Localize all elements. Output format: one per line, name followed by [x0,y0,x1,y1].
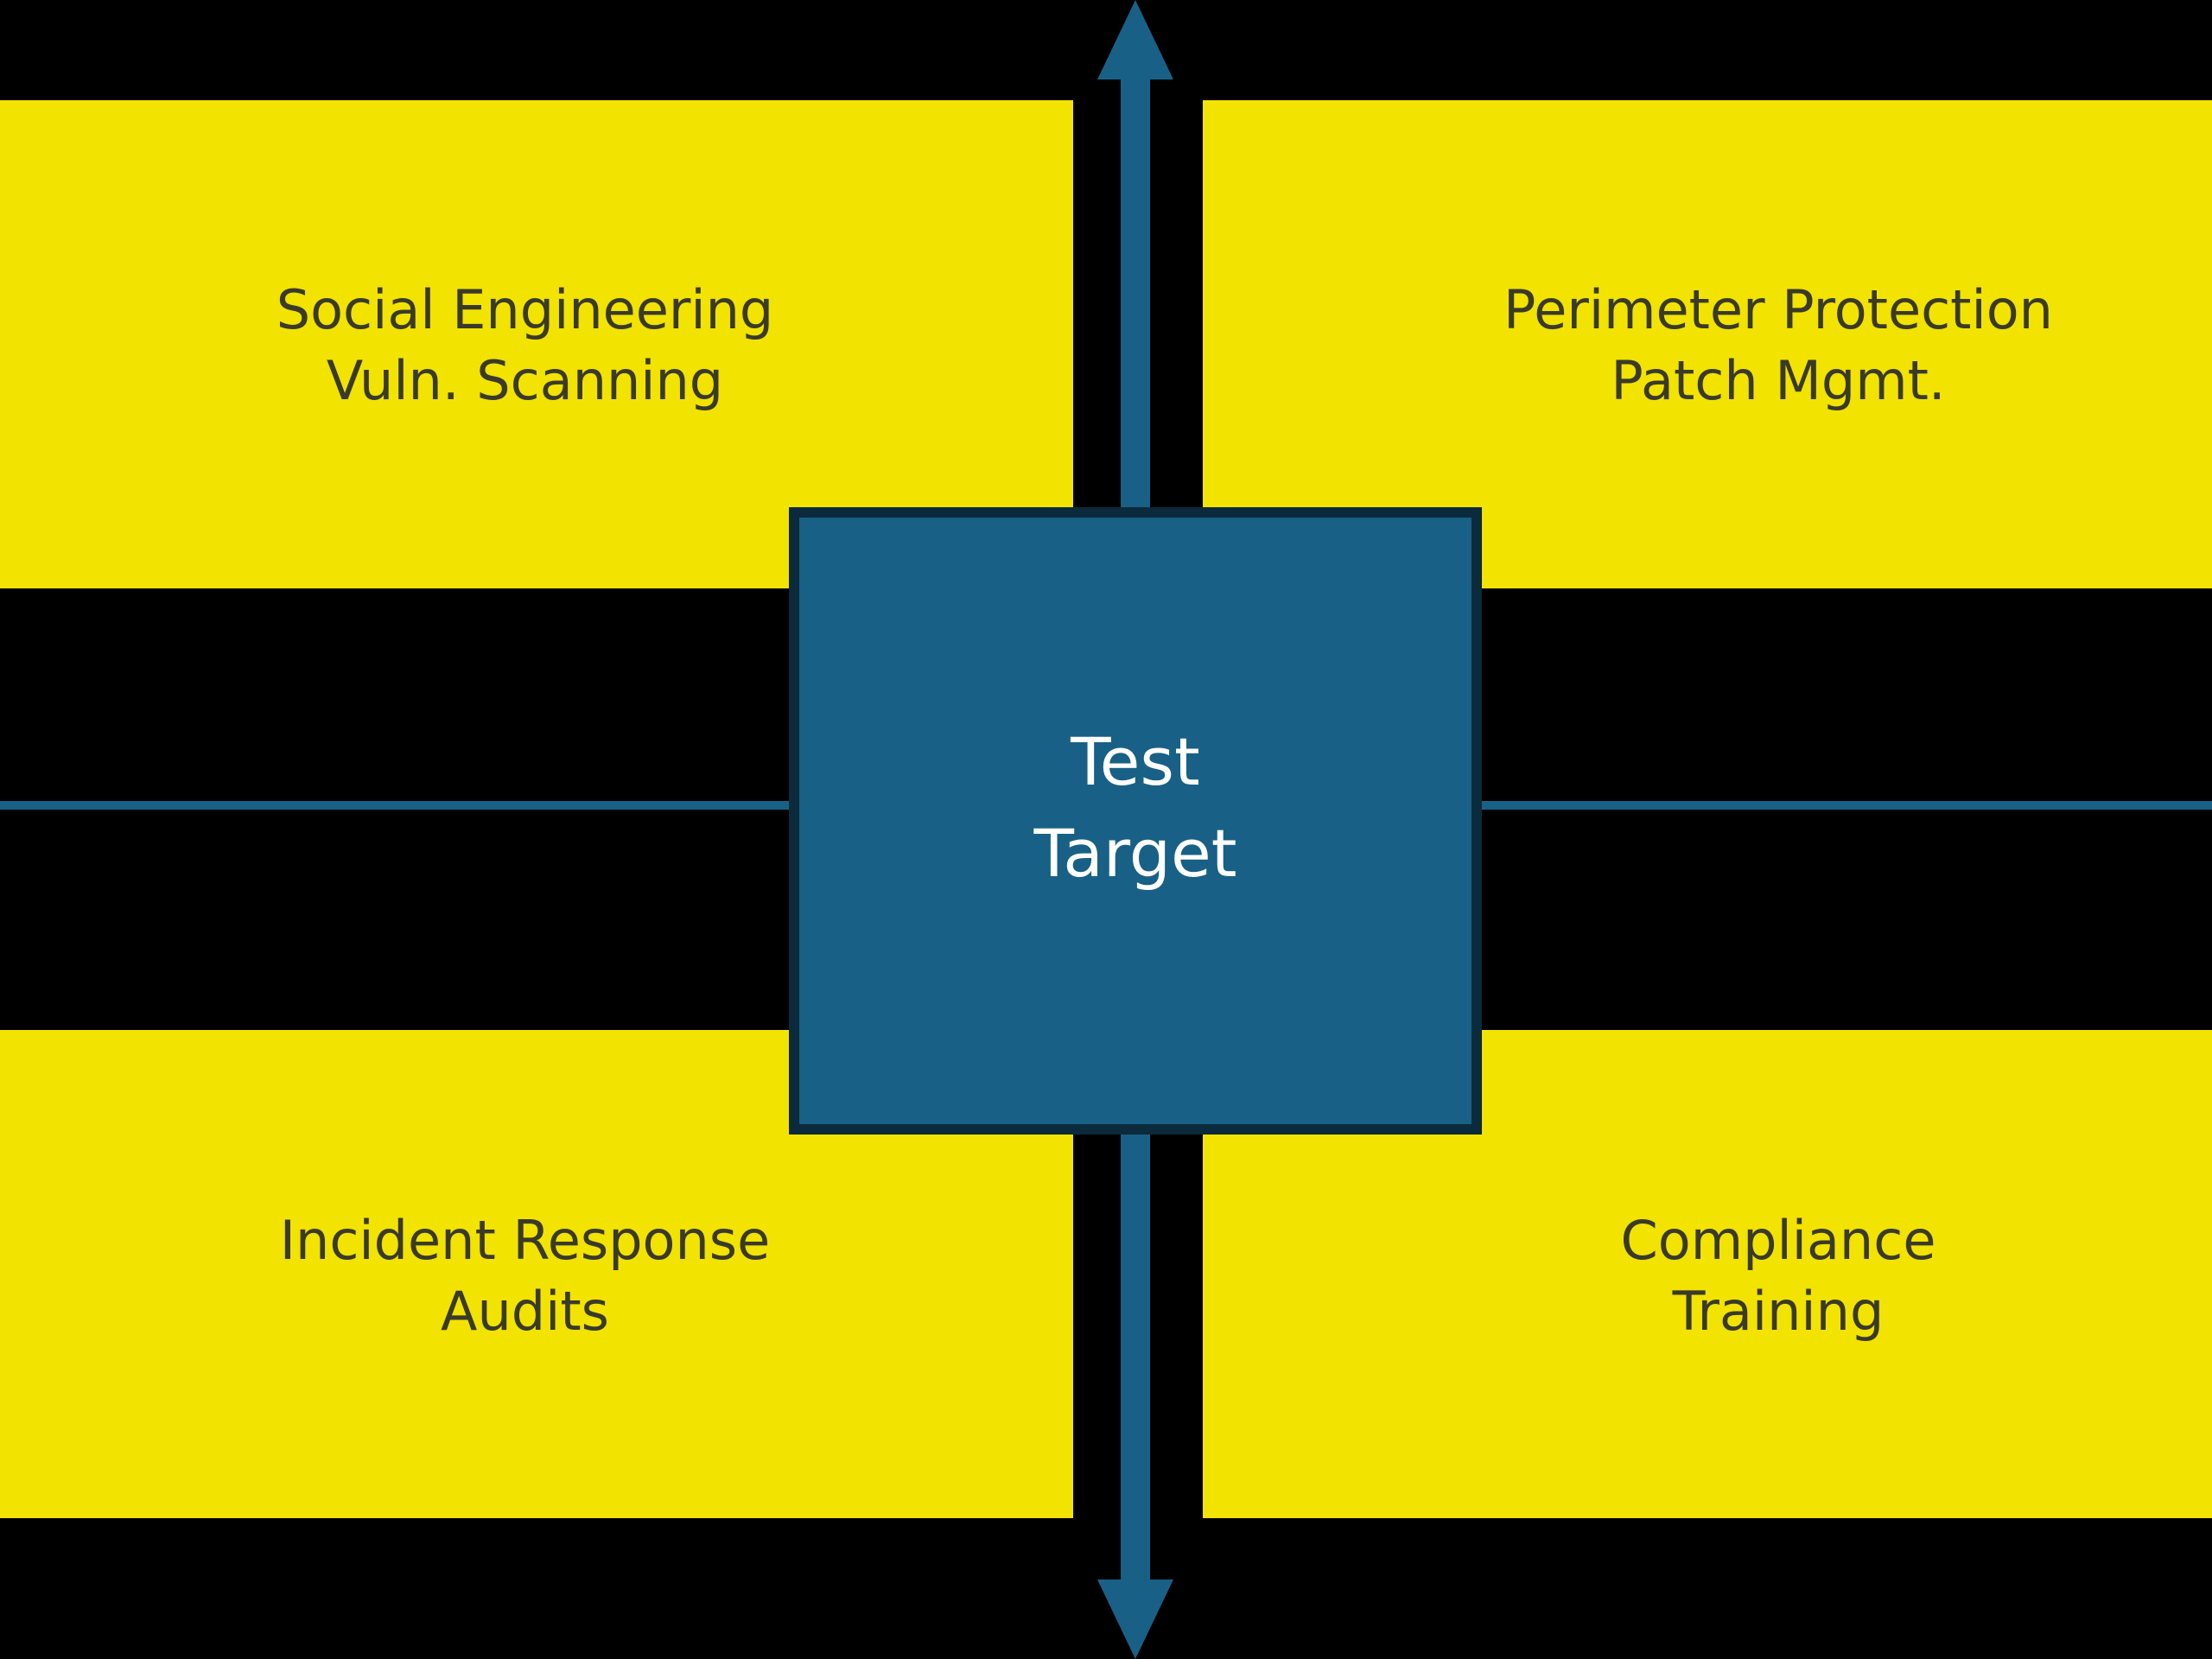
quadrant-top-left-label: Social Engineering Vuln. Scanning [0,275,1050,416]
center-target-box: Test Target [789,507,1482,1135]
center-line1: Test [1071,723,1200,800]
quadrant-top-right [1203,100,2212,588]
center-line2: Target [1033,815,1237,892]
quadrant-bottom-right-line1: Compliance [1620,1209,1936,1272]
quadrant-bottom-right-line2: Training [1672,1280,1885,1343]
arrow-up-head-icon [1097,0,1173,79]
horizontal-axis-right [1476,801,2212,810]
arrow-down-head-icon [1097,1580,1173,1659]
horizontal-axis-left [0,801,795,810]
quadrant-bottom-left-line1: Incident Response [279,1209,771,1272]
quadrant-bottom-left-line2: Audits [441,1280,609,1343]
quadrant-top-left [0,100,1073,588]
quadrant-top-left-line1: Social Engineering [276,278,774,341]
quadrant-bottom-right-label: Compliance Training [1203,1205,2212,1347]
quadrant-top-right-label: Perimeter Protection Patch Mgmt. [1203,275,2212,416]
quadrant-top-right-line2: Patch Mgmt. [1611,349,1946,412]
center-target-label: Test Target [1033,716,1236,899]
quadrant-bottom-left-label: Incident Response Audits [0,1205,1050,1347]
quadrant-top-left-line2: Vuln. Scanning [326,349,724,412]
quadrant-top-right-line1: Perimeter Protection [1503,278,2053,341]
